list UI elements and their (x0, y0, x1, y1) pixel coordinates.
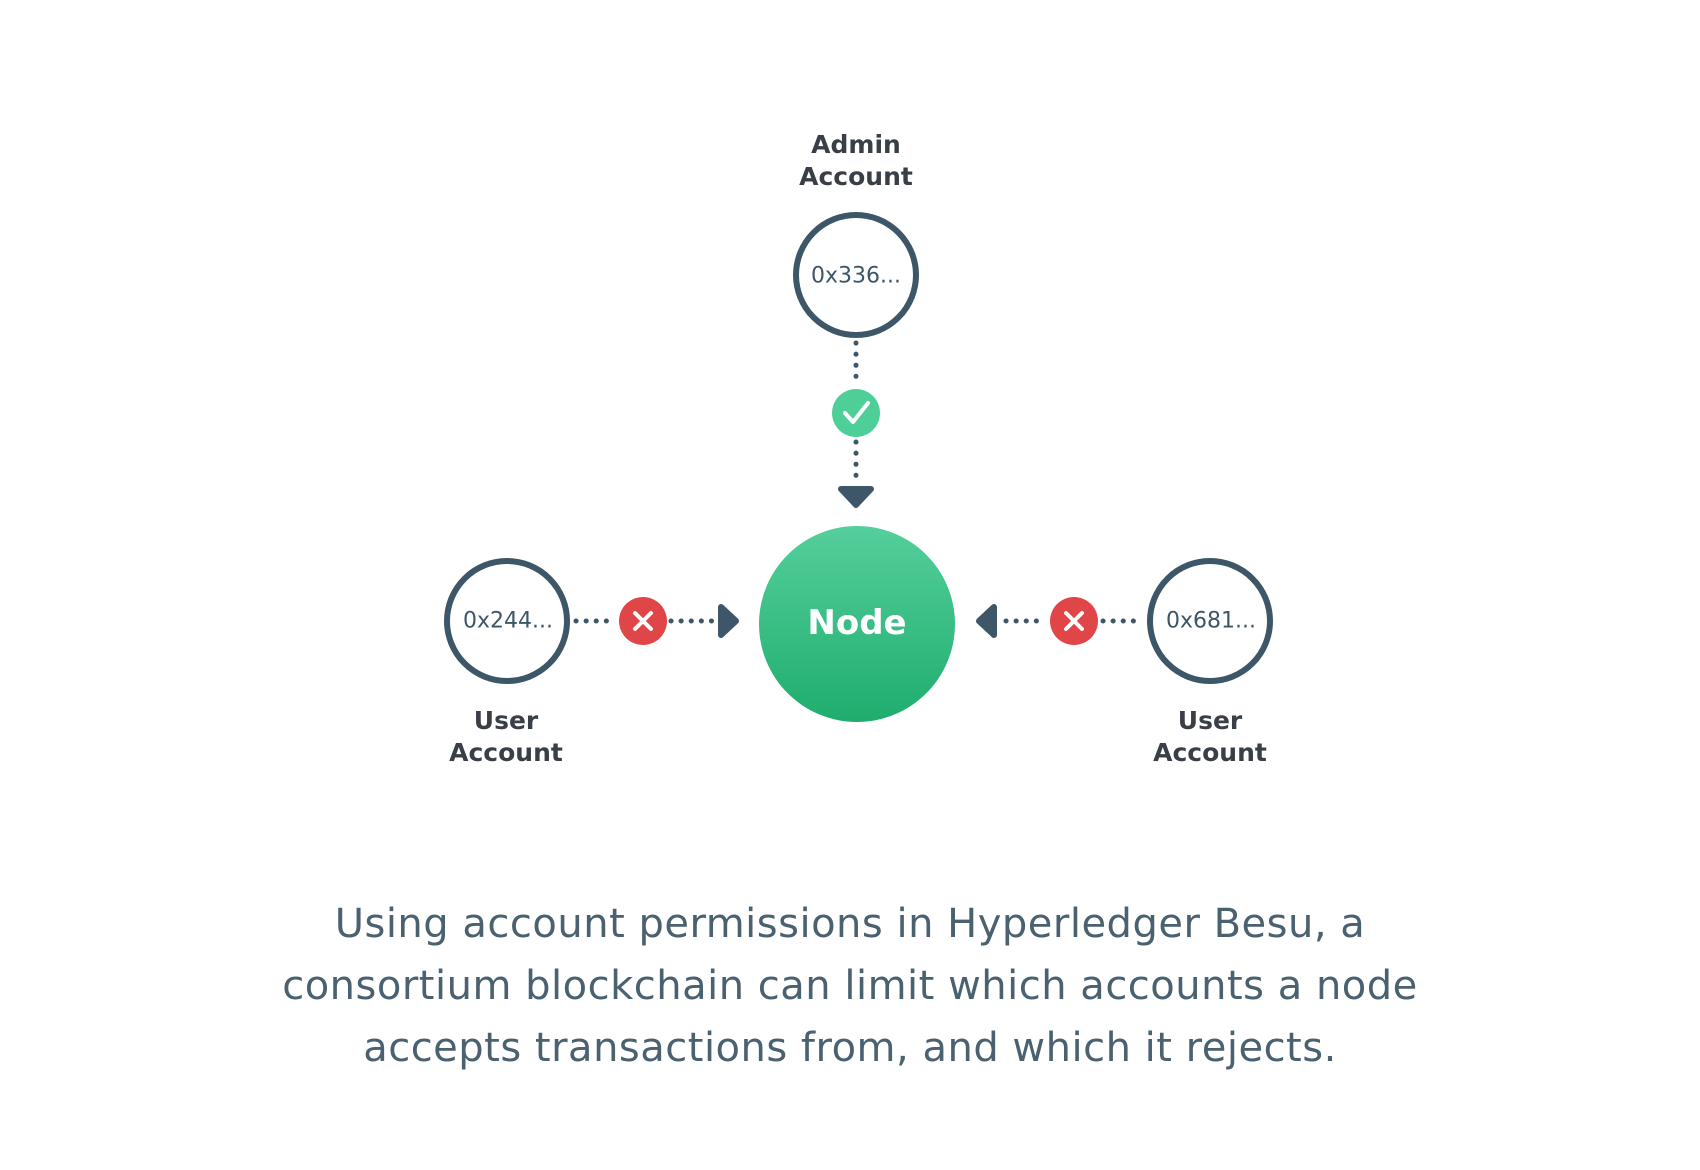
caption-line-1: Using account permissions in Hyperledger… (334, 901, 1366, 947)
node: Node (759, 526, 955, 722)
admin-connector (832, 340, 880, 508)
node-label: Node (807, 603, 906, 643)
node-circle (759, 526, 955, 722)
user-right-label-line1: User (1178, 706, 1243, 735)
admin-label-line1: Admin (811, 130, 901, 159)
user-left-connector (573, 597, 739, 645)
user-right-account-circle (1147, 558, 1273, 684)
caption-line-3: accepts transactions from, and which it … (363, 1025, 1337, 1071)
x-icon (619, 597, 667, 645)
user-right-address: 0x681... (1166, 609, 1256, 634)
user-left-account-circle (444, 558, 570, 684)
caption-line-2: consortium blockchain can limit which ac… (282, 963, 1418, 1009)
user-left-label-line1: User (474, 706, 539, 735)
user-left-arrow-right-icon (718, 604, 739, 638)
user-left-label-line2: Account (449, 738, 563, 767)
caption: Using account permissions in Hyperledger… (200, 893, 1500, 1079)
user-right-arrow-left-icon (976, 604, 997, 638)
admin-account-circle (793, 212, 919, 338)
admin-address: 0x336... (811, 264, 901, 289)
user-right-label-line2: Account (1153, 738, 1267, 767)
x-icon (1050, 597, 1098, 645)
user-account-left: 0x244... User Account (444, 558, 570, 767)
user-account-right: 0x681... User Account (1147, 558, 1273, 767)
user-left-address: 0x244... (463, 609, 553, 634)
check-icon (832, 389, 880, 437)
admin-arrow-down-icon (838, 486, 874, 508)
user-right-connector (976, 597, 1144, 645)
admin-label-line2: Account (799, 162, 913, 191)
admin-account: Admin Account 0x336... (793, 130, 919, 338)
